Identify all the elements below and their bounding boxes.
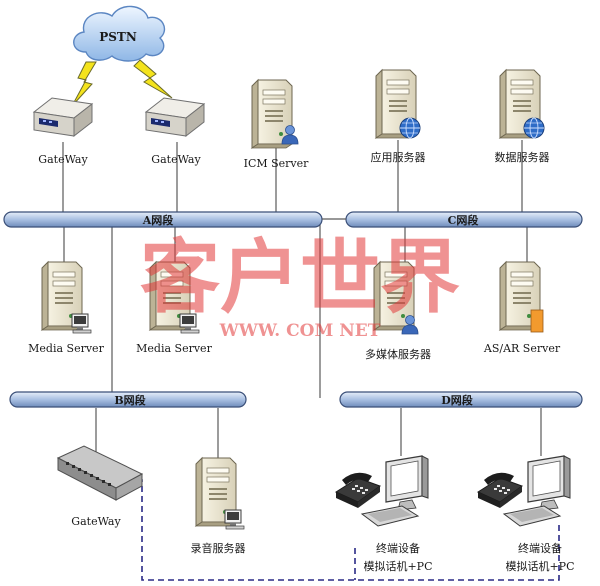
icm-server: ICM Server	[244, 79, 310, 170]
phone-icon	[335, 455, 429, 527]
record-server: 录音服务器	[191, 457, 246, 555]
icm-server-label: ICM Server	[244, 157, 310, 170]
media-server-2-label: Media Server	[136, 342, 212, 355]
watermark-sub: WWW. COM NET	[219, 321, 381, 341]
globe-icon	[399, 117, 421, 139]
db-server-label: 数据服务器	[495, 150, 550, 164]
media-server-1: Media Server	[28, 261, 105, 355]
asar-server-label: AS/AR Server	[483, 342, 561, 355]
segment-b-bus: B网段	[9, 391, 247, 408]
watermark-main: 客户世界	[140, 230, 460, 324]
monitor-icon	[224, 509, 245, 530]
segment-c-label: C网段	[448, 213, 479, 227]
pstn-cloud: PSTN	[73, 5, 166, 62]
gateway-switch: GateWay	[56, 445, 144, 528]
cloud-icon	[73, 5, 166, 62]
segment-c-bus: C网段	[345, 211, 583, 228]
gateway-2-label: GateWay	[151, 153, 201, 166]
router-icon	[145, 97, 205, 137]
multimedia-server: 多媒体服务器	[365, 261, 431, 361]
router-icon	[33, 97, 93, 137]
phone-icon	[477, 455, 571, 527]
globe-icon	[523, 117, 545, 139]
terminal-1: 终端设备 模拟话机+PC	[335, 455, 433, 573]
lightning-icon	[133, 59, 173, 99]
app-server: 应用服务器	[371, 69, 426, 164]
document-icon	[530, 309, 544, 333]
gateway-2: GateWay	[145, 97, 205, 166]
media-server-2: Media Server	[136, 261, 213, 355]
asar-server: AS/AR Server	[483, 261, 561, 355]
terminal-1-line2: 模拟话机+PC	[363, 559, 432, 573]
switch-icon	[56, 445, 144, 501]
lightning-icon	[71, 61, 97, 107]
terminal-2-line1: 终端设备	[518, 541, 562, 555]
gateway-1-label: GateWay	[38, 153, 88, 166]
terminal-2: 终端设备 模拟话机+PC	[477, 455, 575, 573]
gateway-1: GateWay	[33, 97, 93, 166]
monitor-icon	[71, 313, 92, 334]
record-server-label: 录音服务器	[191, 541, 246, 555]
segment-b-label: B网段	[114, 393, 145, 407]
segment-a-label: A网段	[142, 213, 174, 227]
terminal-1-line1: 终端设备	[376, 541, 420, 555]
segment-a-bus: A网段	[3, 211, 323, 228]
multimedia-server-label: 多媒体服务器	[365, 347, 431, 361]
db-server: 数据服务器	[495, 69, 550, 164]
media-server-1-label: Media Server	[28, 342, 104, 355]
terminal-2-line2: 模拟话机+PC	[505, 559, 574, 573]
segment-d-bus: D网段	[339, 391, 583, 408]
watermark: 客户世界 WWW. COM NET	[140, 230, 460, 341]
segment-d-label: D网段	[441, 393, 473, 407]
app-server-label: 应用服务器	[371, 150, 426, 164]
dashed-link	[128, 479, 560, 581]
pstn-label: PSTN	[99, 30, 137, 44]
gateway-switch-label: GateWay	[71, 515, 121, 528]
connection-lines	[62, 140, 542, 458]
